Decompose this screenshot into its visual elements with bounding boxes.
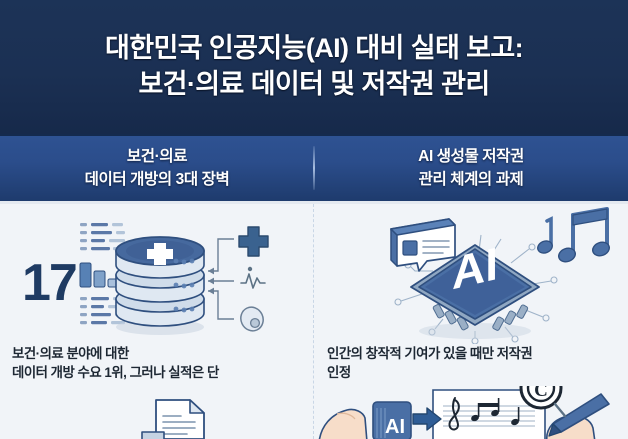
section-header-health-line-1: 보건·의료 [126,148,188,166]
note-heads [471,398,520,426]
pen-icon [548,393,610,437]
column-divider [313,204,314,439]
section-header-ai-line-1: AI 생성물 저작권 [418,148,524,166]
music-sheet [432,389,546,439]
stethoscope-icon [240,306,264,332]
magnifier-handle [553,402,567,418]
page-title-line-2: 보건·의료 데이터 및 저작권 관리 [138,69,490,99]
caption-ai-copyright: 인간의 창작적 기여가 있을 때만 저작권 인정 [315,344,628,382]
caption-ai-line-2: 인정 [327,365,351,381]
chip-label: AI [452,237,498,299]
music-note-icon [537,207,610,263]
header-bar-divider [313,146,315,190]
caption-health-line-2: 데이터 개방 수요 1위, 그러나 실적은 단 [12,365,219,381]
caption-health-data: 보건·의료 분야에 대한 데이터 개방 수요 1위, 그러나 실적은 단 [0,344,313,382]
page-title-line-1: 대한민국 인공지능(AI) 대비 실태 보고: [105,33,524,64]
document-icon [141,399,205,439]
database-cylinder-icon [115,236,205,327]
ai-chip-body: AI [410,237,540,326]
medical-database-illustration [0,201,313,344]
section-header-health-line-2: 데이터 개방의 3대 장벽 [84,170,230,188]
title-banner: 대한민국 인공지능(AI) 대비 실태 보고: 보건·의료 데이터 및 저작권 … [0,0,628,134]
caption-health-line-1: 보건·의료 분야에 대한 [12,346,129,361]
medical-cross-icon [238,226,269,257]
treble-clef-icon [448,397,460,431]
speech-bubble-icon [390,218,456,272]
section-header-health-data: 보건·의료 데이터 개방의 3대 장벽 [0,136,314,201]
text-lines-upper [80,223,125,251]
caption-ai-line-1: 인간의 창작적 기여가 있을 때만 저작권 [327,346,533,361]
ai-block-label: AI [385,416,405,438]
hand-icon-left [318,408,368,439]
heartbeat-icon [240,266,266,289]
copyright-icon: C [519,386,567,418]
panel-ai-copyright: AI [315,201,628,439]
section-header-ai-line-2: 관리 체계의 과제 [418,170,524,188]
connector-arrows [208,267,214,295]
chip-pins [432,304,529,331]
arrow-icon [412,407,442,431]
big-number-17: 17 [22,254,78,312]
ai-chip-illustration: AI [315,201,628,344]
section-header-ai-copyright: AI 생성물 저작권 관리 체계의 과제 [314,136,628,201]
ai-block-icon: AI [372,401,412,439]
copyright-creation-illustration: AI C [318,386,610,439]
copyright-glyph: C [534,386,548,401]
panel-health-data: 보건·의료 분야에 대한 데이터 개방 수요 1위, 그러나 실적은 단 17 [0,201,313,439]
